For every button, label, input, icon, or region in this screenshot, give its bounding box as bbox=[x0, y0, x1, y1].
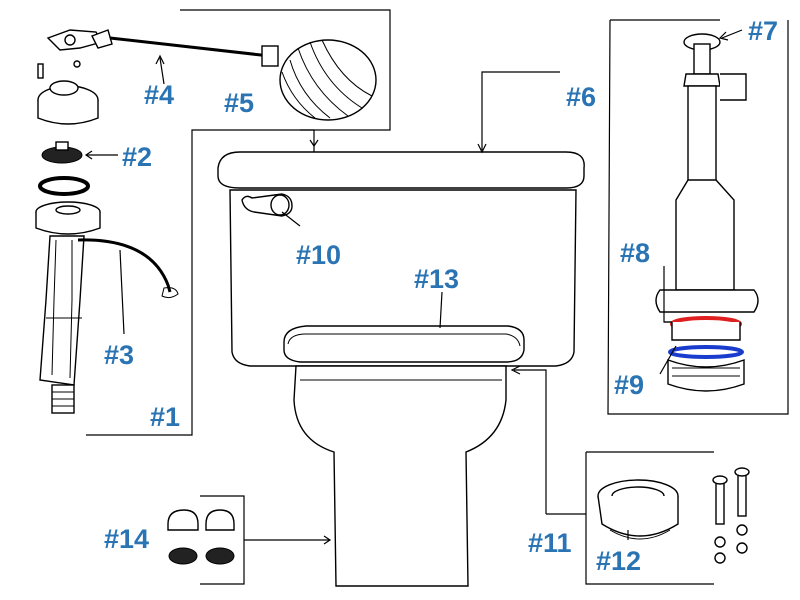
bolt-icon bbox=[712, 467, 750, 564]
label-part-4: #4 bbox=[144, 80, 174, 110]
refill-tube-icon bbox=[77, 238, 172, 293]
float-ball-icon bbox=[261, 39, 377, 121]
label-part-12: #12 bbox=[596, 546, 641, 576]
toilet-tank-icon bbox=[217, 151, 585, 367]
label-part-8: #8 bbox=[620, 238, 650, 268]
label-part-10: #10 bbox=[296, 240, 341, 270]
seat-icon bbox=[283, 325, 525, 363]
label-part-9: #9 bbox=[614, 370, 644, 400]
toilet-bowl-icon bbox=[293, 365, 507, 587]
label-part-1: #1 bbox=[150, 402, 180, 432]
label-part-2: #2 bbox=[122, 142, 152, 172]
label-part-3: #3 bbox=[104, 340, 134, 370]
label-part-6: #6 bbox=[566, 82, 596, 112]
wax-ring-icon bbox=[597, 479, 679, 540]
bolt-cap-icon bbox=[167, 509, 235, 565]
label-part-11: #11 bbox=[528, 528, 572, 558]
label-part-13: #13 bbox=[414, 264, 459, 294]
flush-valve-icon bbox=[655, 33, 759, 392]
label-part-5: #5 bbox=[224, 88, 254, 118]
handle-icon bbox=[241, 193, 293, 217]
fill-valve-icon bbox=[35, 29, 104, 414]
float-arm-icon bbox=[91, 29, 271, 58]
label-part-7: #7 bbox=[748, 16, 778, 46]
label-part-14: #14 bbox=[104, 524, 149, 554]
